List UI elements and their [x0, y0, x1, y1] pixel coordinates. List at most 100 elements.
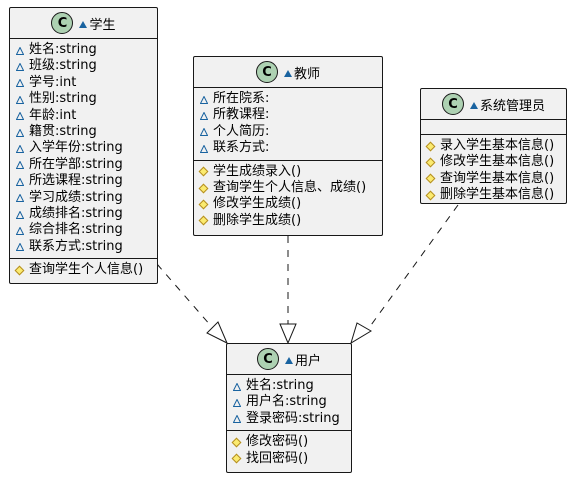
protected-diamond-icon — [14, 265, 25, 276]
attribute-text: 籍贯:string — [29, 123, 97, 139]
package-private-triangle-icon — [200, 128, 208, 137]
arrowhead-teacher-user — [279, 323, 297, 345]
attribute-text: 登录密码:string — [246, 410, 340, 426]
method-text: 删除学生基本信息() — [440, 187, 555, 203]
package-private-triangle-icon — [284, 356, 293, 364]
package-private-triangle-icon — [16, 79, 24, 88]
protected-diamond-icon — [198, 183, 209, 194]
method-text: 录入学生基本信息() — [440, 138, 555, 153]
method-row: 删除学生成绩() — [198, 212, 376, 229]
attribute-row: 所教课程: — [200, 107, 376, 123]
method-text: 学生成绩录入() — [213, 163, 302, 179]
methods-section: 查询学生个人信息() — [10, 258, 157, 281]
attribute-row: 姓名:string — [233, 378, 345, 394]
attribute-text: 所选课程:string — [29, 173, 123, 189]
method-row: 修改学生基本信息() — [425, 154, 560, 170]
package-private-triangle-icon — [200, 112, 208, 121]
class-teacher[interactable]: C 教师 所在院系:所教课程:个人简历:联系方式: 学生成绩录入()查询学生个人… — [193, 56, 383, 236]
edge-admin-user — [365, 204, 459, 333]
package-private-triangle-icon — [16, 112, 24, 121]
arrowhead-admin-user — [350, 322, 372, 345]
attribute-row: 所在学部:string — [16, 157, 151, 173]
method-text: 找回密码() — [246, 450, 309, 466]
method-row: 找回密码() — [231, 450, 345, 467]
edge-student-user — [156, 263, 219, 335]
attributes-section — [421, 120, 566, 134]
package-private-triangle-icon — [16, 226, 24, 235]
method-text: 删除学生成绩() — [213, 212, 302, 228]
method-row: 查询学生个人信息、成绩() — [198, 179, 376, 196]
attribute-text: 学号:int — [29, 74, 77, 90]
attribute-row: 个人简历: — [200, 124, 376, 140]
attribute-text: 班级:string — [29, 58, 97, 74]
attribute-text: 所教课程: — [213, 107, 270, 123]
package-private-triangle-icon — [16, 243, 24, 252]
class-header: C 学生 — [10, 8, 157, 39]
attribute-row: 联系方式: — [200, 140, 376, 156]
attribute-text: 姓名:string — [246, 378, 314, 393]
method-row: 录入学生基本信息() — [425, 138, 560, 154]
class-header: C 系统管理员 — [421, 89, 566, 120]
package-private-triangle-icon — [79, 20, 88, 28]
attribute-row: 年龄:int — [16, 108, 151, 124]
class-header: C 用户 — [227, 344, 351, 375]
package-private-triangle-icon — [233, 382, 241, 391]
method-text: 查询学生基本信息() — [440, 170, 555, 186]
package-private-triangle-icon — [200, 144, 208, 153]
attribute-row: 所在院系: — [200, 91, 376, 107]
class-c-icon: C — [255, 61, 278, 83]
attribute-text: 性别:string — [29, 91, 97, 107]
attribute-row: 所选课程:string — [16, 173, 151, 189]
attribute-row: 学习成绩:string — [16, 190, 151, 206]
arrowhead-student-user — [206, 321, 228, 345]
package-private-triangle-icon — [16, 145, 24, 154]
protected-diamond-icon — [231, 453, 242, 464]
attribute-text: 综合排名:string — [29, 222, 123, 238]
package-private-triangle-icon — [16, 128, 24, 137]
protected-diamond-icon — [425, 141, 436, 152]
attribute-row: 入学年份:string — [16, 140, 151, 156]
method-text: 查询学生个人信息() — [29, 262, 144, 278]
attribute-text: 联系方式:string — [29, 238, 123, 254]
protected-diamond-icon — [198, 166, 209, 177]
attribute-text: 个人简历: — [213, 123, 270, 139]
attribute-text: 年龄:int — [29, 107, 77, 123]
class-c-icon: C — [51, 12, 74, 34]
protected-diamond-icon — [231, 437, 242, 448]
methods-section: 录入学生基本信息()修改学生基本信息()查询学生基本信息()删除学生基本信息() — [421, 134, 566, 207]
package-private-triangle-icon — [16, 194, 24, 203]
protected-diamond-icon — [198, 215, 209, 226]
method-text: 修改学生成绩() — [213, 196, 302, 212]
package-private-triangle-icon — [16, 63, 24, 72]
class-admin[interactable]: C 系统管理员 录入学生基本信息()修改学生基本信息()查询学生基本信息()删除… — [420, 88, 567, 204]
attribute-row: 联系方式:string — [16, 239, 151, 255]
class-name: 学生 — [89, 17, 116, 33]
attribute-row: 学号:int — [16, 75, 151, 91]
class-name: 系统管理员 — [479, 98, 545, 114]
package-private-triangle-icon — [16, 177, 24, 186]
attribute-row: 登录密码:string — [233, 411, 345, 427]
package-private-triangle-icon — [16, 95, 24, 104]
protected-diamond-icon — [425, 190, 436, 201]
class-name: 用户 — [294, 353, 321, 369]
protected-diamond-icon — [425, 157, 436, 168]
method-row: 学生成绩录入() — [198, 163, 376, 180]
attribute-row: 性别:string — [16, 91, 151, 107]
attribute-row: 综合排名:string — [16, 222, 151, 238]
method-row: 删除学生基本信息() — [425, 187, 560, 203]
methods-section: 修改密码()找回密码() — [227, 430, 351, 470]
method-row: 修改学生成绩() — [198, 196, 376, 212]
attribute-row: 成绩排名:string — [16, 206, 151, 222]
attribute-text: 入学年份:string — [29, 140, 123, 156]
package-private-triangle-icon — [200, 95, 208, 104]
protected-diamond-icon — [198, 199, 209, 210]
method-text: 修改密码() — [246, 434, 309, 450]
attribute-text: 所在院系: — [213, 91, 270, 106]
method-text: 查询学生个人信息、成绩() — [213, 179, 367, 195]
package-private-triangle-icon — [469, 101, 478, 109]
